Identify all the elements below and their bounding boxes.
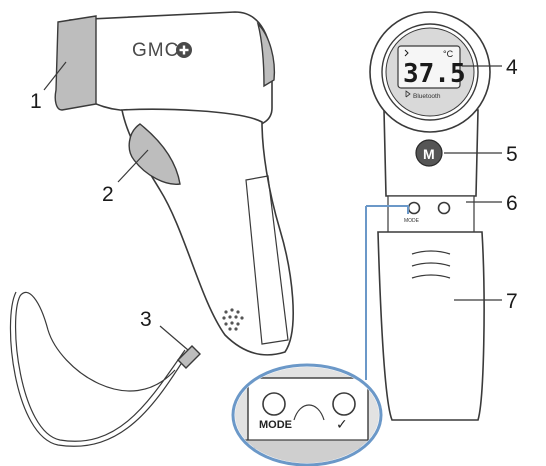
lanyard-clip	[177, 345, 201, 369]
trigger	[128, 123, 181, 185]
lcd-display	[397, 45, 461, 89]
speaker-grille-icon	[222, 308, 244, 331]
signal-icon	[404, 49, 409, 57]
bluetooth-icon	[405, 90, 411, 98]
brand-logo: GMC	[132, 40, 179, 61]
callout-3: 3	[140, 308, 152, 331]
thermometer-side-view: GMC	[9, 11, 294, 447]
callout-7: 7	[506, 290, 518, 313]
m-button-label: M	[423, 146, 435, 162]
callout-4: 4	[506, 56, 518, 79]
sensor-tip	[54, 15, 97, 111]
brand-plus-icon	[176, 42, 192, 58]
battery-cover	[377, 231, 485, 421]
callouts: 1 2 3 4 5 6 7	[30, 56, 518, 351]
callout-2: 2	[102, 183, 114, 206]
m-button	[415, 139, 443, 167]
display-unit: °C	[443, 49, 454, 59]
callout-5: 5	[506, 143, 518, 166]
thermometer-front-view: 37.5 °C Bluetooth M MODE	[369, 11, 491, 421]
display-reading: 37.5	[403, 59, 466, 89]
zoom-inset: MODE ✓	[231, 205, 409, 466]
mode-label-small: MODE	[404, 218, 420, 224]
callout-1: 1	[30, 90, 42, 113]
bluetooth-label: Bluetooth	[413, 93, 441, 100]
callout-6: 6	[506, 192, 518, 215]
down-symbol: ✓	[336, 417, 348, 433]
mode-label-zoom: MODE	[259, 419, 292, 431]
